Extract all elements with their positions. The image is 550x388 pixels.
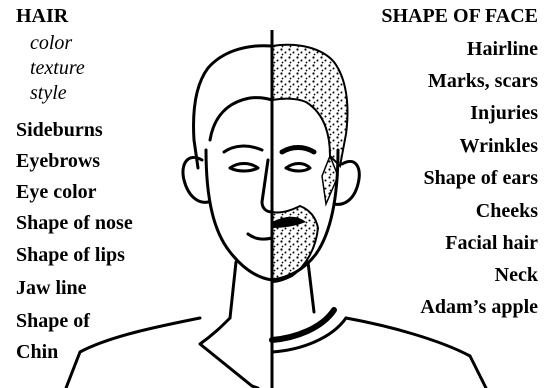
label-injuries: Injuries <box>470 101 538 125</box>
label-neck: Neck <box>495 263 538 287</box>
left-eyebrow <box>224 146 262 152</box>
label-hair-color: color <box>30 31 72 55</box>
label-shape-of-lips: Shape of lips <box>16 243 125 267</box>
label-jaw-line: Jaw line <box>16 276 87 300</box>
label-wrinkles: Wrinkles <box>459 134 538 158</box>
label-shape-of-face: SHAPE OF FACE <box>381 4 538 28</box>
mouth <box>248 234 272 239</box>
label-cheeks: Cheeks <box>476 199 538 223</box>
label-sideburns: Sideburns <box>16 118 103 142</box>
label-eye-color: Eye color <box>16 180 97 204</box>
left-eye <box>230 164 258 172</box>
label-facial-hair: Facial hair <box>445 231 538 255</box>
label-shape-of: Shape of <box>16 309 90 333</box>
left-ear <box>183 157 208 202</box>
collar-left <box>200 318 252 386</box>
neck-left <box>230 262 236 318</box>
shoulder-right <box>346 318 486 388</box>
label-eyebrows: Eyebrows <box>16 149 100 173</box>
label-hair: HAIR <box>16 4 68 28</box>
label-chin: Chin <box>16 340 58 364</box>
right-eye <box>286 164 310 172</box>
label-hair-style: style <box>30 81 67 105</box>
hairline <box>210 98 272 140</box>
label-adams-apple: Adam’s apple <box>420 295 538 319</box>
label-marks-scars: Marks, scars <box>428 69 538 93</box>
neck-right <box>308 262 314 312</box>
label-shape-of-nose: Shape of nose <box>16 211 133 235</box>
sweater-collar-inner <box>272 318 346 352</box>
label-hair-texture: texture <box>30 56 85 80</box>
label-hairline: Hairline <box>467 37 538 61</box>
right-eyebrow <box>282 148 314 153</box>
label-shape-of-ears: Shape of ears <box>424 166 538 190</box>
